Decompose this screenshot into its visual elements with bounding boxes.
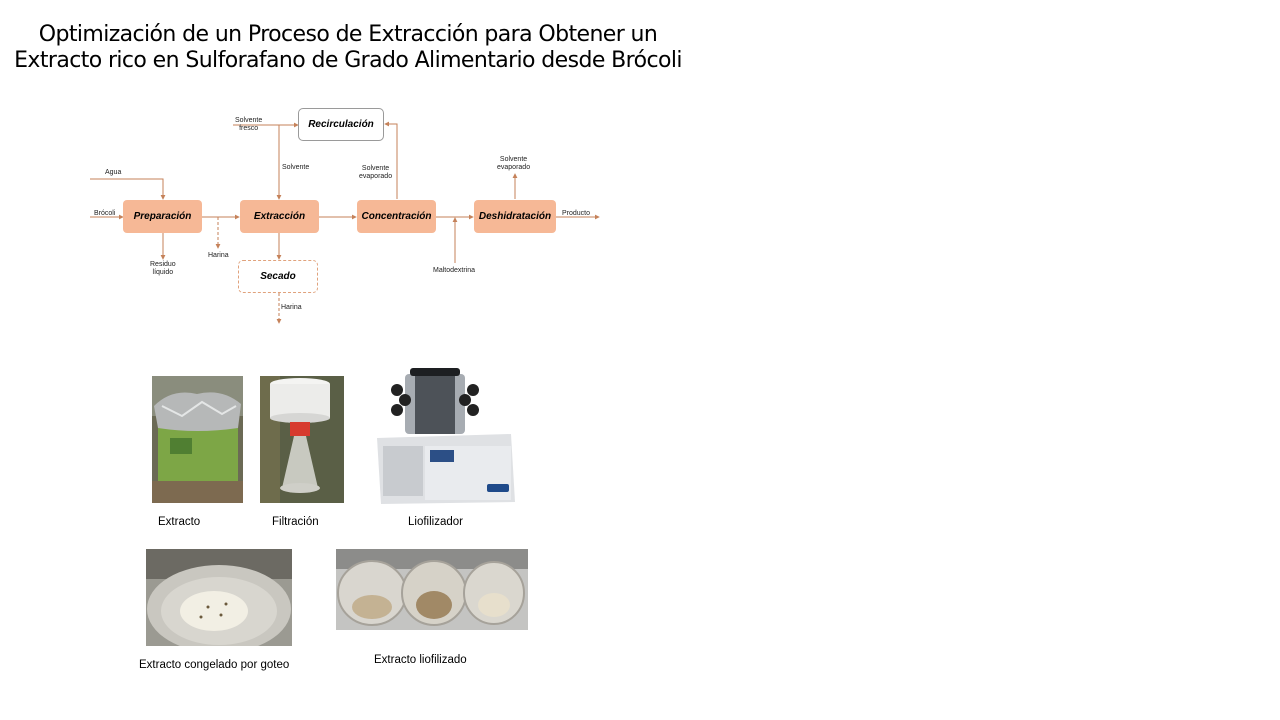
arrow-agua [90, 178, 166, 200]
label-harina-2: Harina [281, 304, 302, 311]
label-solvente-evaporado-concentracion: Solvente evaporado [359, 165, 393, 180]
title-line-1: Optimización de un Proceso de Extracción… [38, 22, 658, 47]
label-solvente: Solvente [282, 164, 310, 171]
node-recirculacion: Recirculación [298, 108, 384, 141]
photo-extracto-congelado [146, 549, 292, 646]
photo-extracto-liofilizado [336, 549, 528, 630]
arrow-recirculacion [384, 121, 398, 199]
title-line-2: Extracto rico en Sulforafano de Grado Al… [14, 48, 682, 73]
node-extraccion: Extracción [240, 200, 319, 233]
node-deshidratacion: Deshidratación [474, 200, 556, 233]
label-agua: Agua [105, 169, 122, 176]
label-residuo-liquido: Residuo líquido [150, 261, 176, 276]
caption-liofilizador: Liofilizador [408, 516, 463, 528]
label-maltodextrina: Maltodextrina [433, 267, 476, 274]
label-producto: Producto [562, 210, 591, 217]
label-solvente-fresco: Solvente fresco [235, 117, 263, 132]
photo-liofilizador [375, 366, 515, 506]
label-brocoli: Brócoli [94, 210, 116, 217]
node-concentracion: Concentración [357, 200, 436, 233]
node-secado: Secado [238, 260, 318, 293]
caption-extracto-liofilizado: Extracto liofilizado [374, 654, 467, 666]
slide-title: Optimización de un Proceso de Extracción… [0, 22, 696, 74]
caption-extracto: Extracto [158, 516, 201, 528]
photo-extracto [152, 376, 243, 503]
caption-filtracion: Filtración [272, 516, 319, 528]
photo-filtracion [260, 376, 344, 503]
label-solvente-evaporado-deshidratacion: Solvente evaporado [497, 156, 531, 171]
label-harina-1: Harina [208, 252, 229, 259]
node-preparacion: Preparación [123, 200, 202, 233]
caption-extracto-congelado: Extracto congelado por goteo [139, 659, 290, 671]
